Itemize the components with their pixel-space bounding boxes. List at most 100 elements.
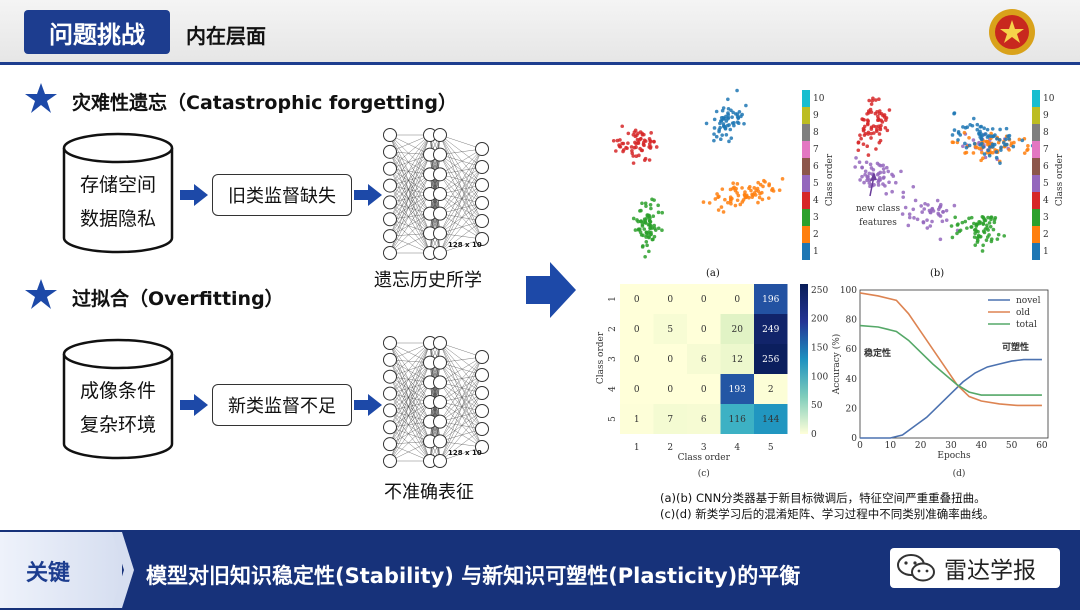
scatter-point xyxy=(740,112,744,117)
scatter-point xyxy=(639,219,643,224)
network-edge xyxy=(439,166,483,195)
confusion-value: 7 xyxy=(667,415,673,425)
confusion-cell xyxy=(653,284,687,314)
confusion-cell xyxy=(687,284,721,314)
network-edge xyxy=(389,134,431,214)
scatter-point xyxy=(629,145,634,149)
panel-label-c: (c) xyxy=(698,468,710,479)
network-edge xyxy=(439,382,483,430)
scatter-point xyxy=(1025,148,1029,153)
scatter-point xyxy=(647,142,652,146)
network-edge xyxy=(439,148,483,234)
col-tick: 1 xyxy=(634,443,640,453)
colorbar-title: Class order xyxy=(825,153,835,206)
scatter-point xyxy=(903,205,908,210)
figure-note-line: (c)(d) 新类学习后的混淆矩阵、学习过程中不同类别准确率曲线。 xyxy=(660,507,995,521)
scatter-point xyxy=(632,145,637,150)
scatter-point xyxy=(865,144,870,149)
scatter-point xyxy=(760,197,765,202)
network-edge xyxy=(439,356,483,462)
scatter-point xyxy=(952,111,957,115)
colorbar-tick: 3 xyxy=(1043,213,1049,223)
colorbar-tick: 1 xyxy=(1043,247,1049,257)
scatter-point xyxy=(714,134,719,139)
panel-label-b: (b) xyxy=(930,268,945,279)
scatter-point xyxy=(972,141,977,146)
network-edge xyxy=(439,374,483,442)
network-node xyxy=(383,369,397,384)
star-icon xyxy=(25,83,57,113)
network-edge xyxy=(439,193,483,240)
scatter-point xyxy=(881,167,886,171)
network-size-label: 128 x 10 xyxy=(448,449,482,457)
scatter-point xyxy=(660,228,664,232)
row-tick: 1 xyxy=(608,296,618,302)
row-tick: 5 xyxy=(608,416,618,422)
scatter-point xyxy=(964,150,969,155)
network-edge xyxy=(439,392,483,422)
scatter-point xyxy=(885,128,890,133)
scatter-point xyxy=(861,142,866,147)
scatter-point xyxy=(999,145,1003,150)
scatter-point xyxy=(648,145,653,149)
network-edge xyxy=(389,134,431,186)
scatter-point xyxy=(878,163,883,168)
scatter-point xyxy=(642,227,647,231)
colorbar-swatch xyxy=(1032,90,1040,107)
confusion-value: 196 xyxy=(762,295,779,305)
wechat-icon xyxy=(897,554,935,582)
scatter-point xyxy=(866,122,870,127)
scatter-point xyxy=(631,216,636,221)
confusion-value: 6 xyxy=(701,415,707,425)
network-edge xyxy=(439,166,483,254)
scatter-point xyxy=(744,103,748,108)
confusion-cell xyxy=(620,404,654,434)
network-edge xyxy=(389,376,431,442)
colorbar-swatch xyxy=(802,243,810,260)
scatter-point xyxy=(643,139,648,143)
confusion-cell xyxy=(653,374,687,404)
network-edge xyxy=(389,174,431,220)
scatter-point xyxy=(983,227,988,231)
scatter-point xyxy=(899,169,903,174)
scatter-point xyxy=(730,121,735,125)
colorbar-tick: 5 xyxy=(1043,179,1049,189)
scatter-point xyxy=(735,198,740,203)
scatter-point xyxy=(647,158,652,162)
network-edge xyxy=(439,428,483,442)
scatter-point xyxy=(950,133,955,137)
plot-frame xyxy=(859,289,1049,439)
figure-notes: (a)(b) CNN分类器基于新目标微调后，特征空间严重重叠扭曲。 (c)(d)… xyxy=(660,490,994,522)
neural-network-diagram xyxy=(383,128,489,260)
scatter-point xyxy=(930,219,934,224)
scatter-point xyxy=(952,203,957,208)
network-edge xyxy=(439,154,483,222)
scatter-point xyxy=(728,187,733,192)
network-edge xyxy=(429,342,441,403)
network-edge xyxy=(439,410,483,422)
network-edge xyxy=(389,233,431,254)
scatter-point xyxy=(900,212,905,216)
scatter-point xyxy=(620,124,625,129)
network-edge xyxy=(389,154,431,169)
scatter-point xyxy=(638,230,643,235)
scatter-point xyxy=(867,98,871,103)
scatter-point xyxy=(990,150,995,155)
network-node xyxy=(383,161,397,176)
legend-entry: novel xyxy=(1016,296,1041,306)
network-node xyxy=(475,350,489,364)
scatter-point xyxy=(925,226,930,230)
network-edge xyxy=(439,184,483,254)
network-edge xyxy=(439,342,483,394)
confusion-cell xyxy=(754,314,788,344)
confusion-cell xyxy=(754,374,788,404)
network-node xyxy=(433,434,447,449)
scatter-point xyxy=(911,207,916,212)
database-cylinder-icon xyxy=(62,338,174,460)
scatter-point xyxy=(871,96,875,101)
confusion-cell xyxy=(653,314,687,344)
scatter-point xyxy=(860,117,864,121)
scatter-point xyxy=(994,150,999,154)
figure-note-line: (a)(b) CNN分类器基于新目标微调后，特征空间严重重叠扭曲。 xyxy=(660,491,986,505)
colorbar-tick: 4 xyxy=(1043,196,1049,206)
